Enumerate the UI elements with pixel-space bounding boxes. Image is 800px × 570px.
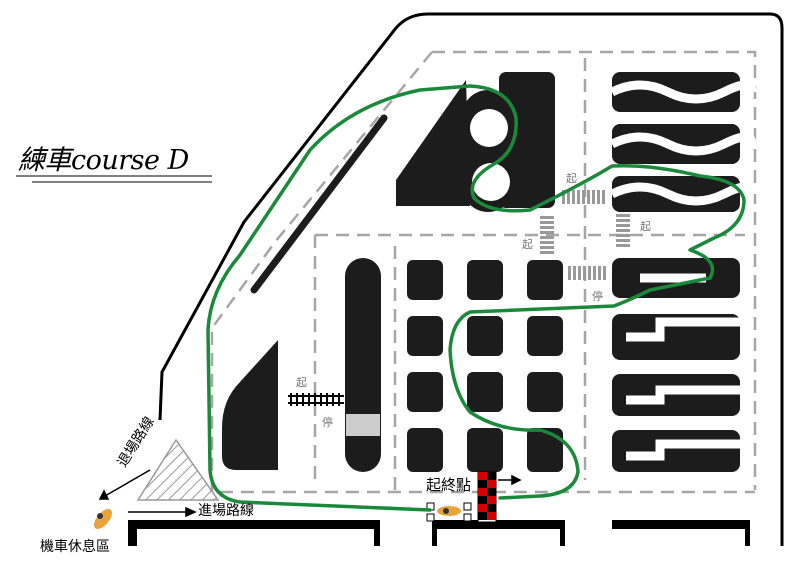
rest-area-label: 機車休息區 — [40, 539, 110, 555]
sign-go: 起 — [640, 220, 651, 233]
sign-go: 起 — [296, 376, 307, 389]
direction-arrows — [98, 469, 522, 518]
entry-route-label: 進場路線 — [198, 503, 254, 519]
motorcycle-icon — [94, 509, 112, 529]
crank-gaps — [626, 273, 740, 461]
start-motorcycle-icon — [426, 502, 472, 522]
bottom-barriers — [128, 520, 750, 546]
practice-route — [206, 84, 746, 512]
map-title: 練車course D — [18, 145, 189, 176]
crosswalks — [540, 190, 630, 280]
sign-stop: 停 — [592, 290, 603, 303]
start-finish-label: 起終點 — [426, 476, 472, 494]
sign-stop: 停 — [322, 416, 333, 429]
railway-crossing — [288, 393, 344, 406]
start-finish-line — [477, 471, 497, 523]
exit-hatch-area — [136, 438, 220, 501]
sign-go: 起 — [566, 172, 577, 185]
sign-go: 起 — [522, 238, 533, 251]
s-curve-blocks — [609, 72, 757, 212]
course-boundary — [158, 12, 784, 546]
